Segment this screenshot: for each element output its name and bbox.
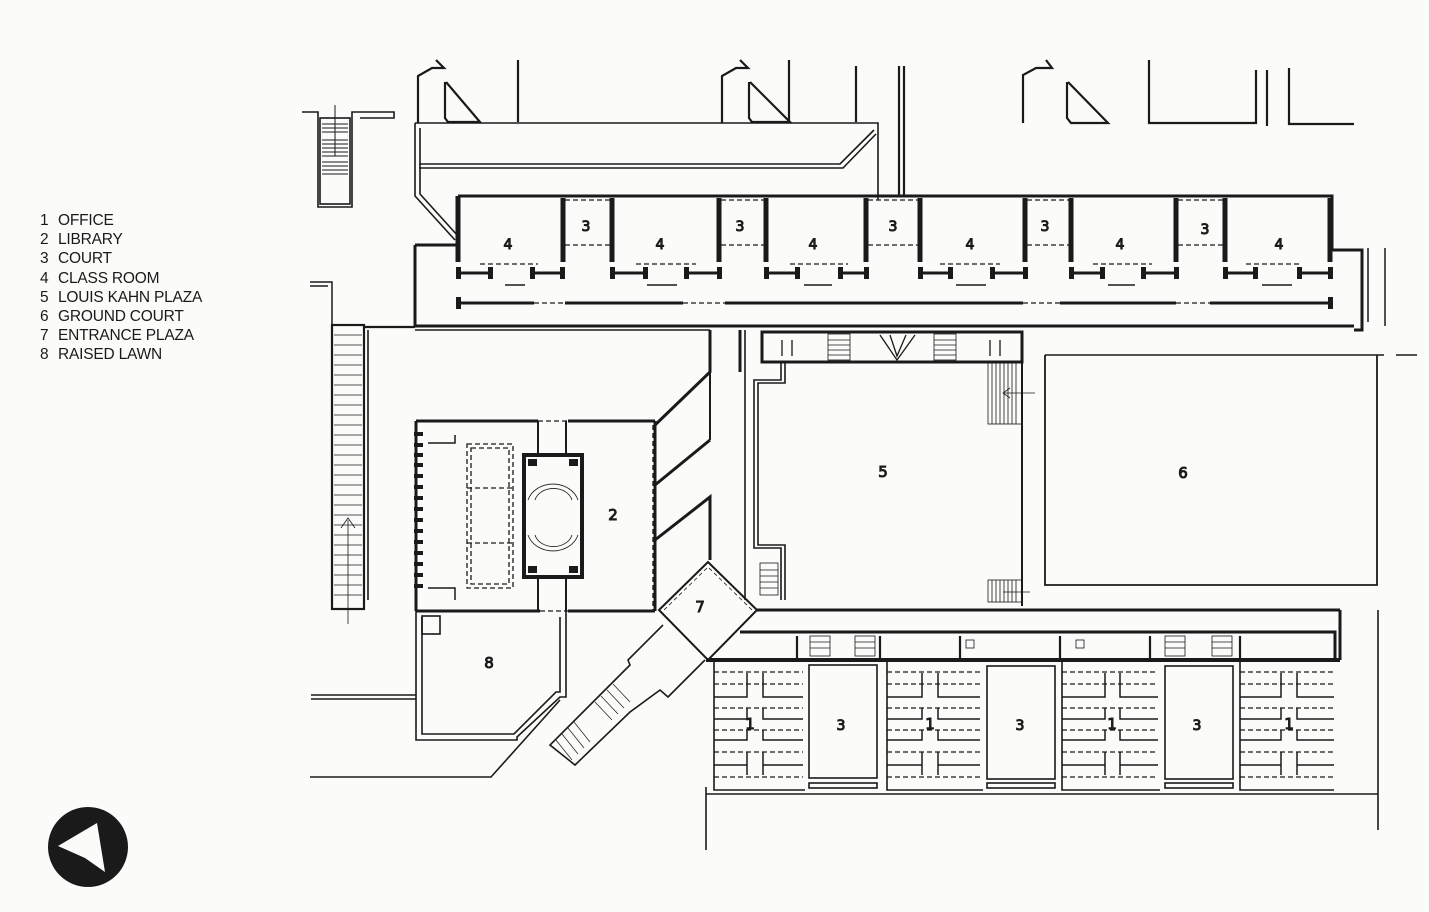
court-label: 3 (889, 219, 898, 235)
classroom-label: 4 (1116, 237, 1125, 253)
legend-label: LOUIS KAHN PLAZA (58, 288, 203, 306)
legend-num: 8 (40, 346, 49, 364)
legend-num: 2 (40, 231, 49, 249)
legend-label: CLASS ROOM (58, 269, 160, 287)
entrance-label: 7 (695, 598, 705, 616)
legend-num: 7 (40, 327, 49, 345)
court-label: 3 (1016, 718, 1025, 734)
classroom-label: 4 (656, 237, 665, 253)
legend-num: 6 (40, 308, 49, 326)
classroom-wing: 4 3 4 3 4 3 4 3 4 3 4 (413, 194, 1369, 332)
legend-item-library: 2 LIBRARY (40, 230, 202, 249)
office-label: 1 (1284, 715, 1294, 733)
court-label: 3 (582, 219, 591, 235)
legend-label: COURT (58, 250, 112, 268)
classroom-label: 4 (966, 237, 975, 253)
stair-top-left (302, 105, 395, 208)
legend-num: 1 (40, 212, 49, 229)
lawn-label: 8 (484, 654, 494, 672)
legend-label: LIBRARY (58, 231, 123, 249)
office-label: 1 (925, 715, 935, 733)
office-label: 1 (745, 715, 755, 733)
legend-label: OFFICE (58, 212, 114, 229)
office-partitions (714, 673, 1334, 775)
entrance-and-lawn: 7 8 (310, 560, 1340, 778)
legend-item-raised-lawn: 8 RAISED LAWN (40, 345, 202, 364)
classroom-label: 4 (809, 237, 818, 253)
plaza-label: 5 (878, 463, 888, 481)
library-label: 2 (608, 506, 618, 524)
legend-label: GROUND COURT (58, 308, 184, 326)
legend-num: 5 (40, 288, 49, 306)
north-arrow-icon (48, 807, 128, 887)
legend-item-court: 3 COURT (40, 249, 202, 268)
legend-label: ENTRANCE PLAZA (58, 327, 194, 345)
legend-label: RAISED LAWN (58, 346, 163, 364)
legend-item-entrance-plaza: 7 ENTRANCE PLAZA (40, 326, 202, 345)
court-label: 3 (736, 219, 745, 235)
legend-num: 3 (40, 250, 49, 268)
court-label: 3 (1201, 222, 1210, 238)
legend-item-louis-kahn-plaza: 5 LOUIS KAHN PLAZA (40, 288, 202, 307)
office-label: 1 (1107, 715, 1117, 733)
court-label: 3 (1193, 718, 1202, 734)
court-label: 3 (1041, 219, 1050, 235)
plaza-block: 5 6 (753, 248, 1417, 606)
stair-long-left (310, 281, 415, 624)
legend: 1 OFFICE 2 LIBRARY 3 COURT 4 CLASS ROOM 5 LOU… (40, 211, 202, 365)
ground-court-label: 6 (1178, 464, 1188, 482)
classroom-label: 4 (504, 237, 513, 253)
legend-item-office: 1 OFFICE (40, 211, 202, 230)
upper-walkway (414, 122, 879, 241)
legend-item-ground-court: 6 GROUND COURT (40, 307, 202, 326)
classroom-label: 4 (1275, 237, 1284, 253)
legend-num: 4 (40, 269, 49, 287)
office-wing: 1 3 1 3 1 3 1 (705, 610, 1379, 850)
legend-item-class-room: 4 CLASS ROOM (40, 269, 202, 288)
site-outline-top (416, 59, 1354, 195)
court-label: 3 (837, 718, 846, 734)
library-block: 2 (367, 329, 746, 613)
